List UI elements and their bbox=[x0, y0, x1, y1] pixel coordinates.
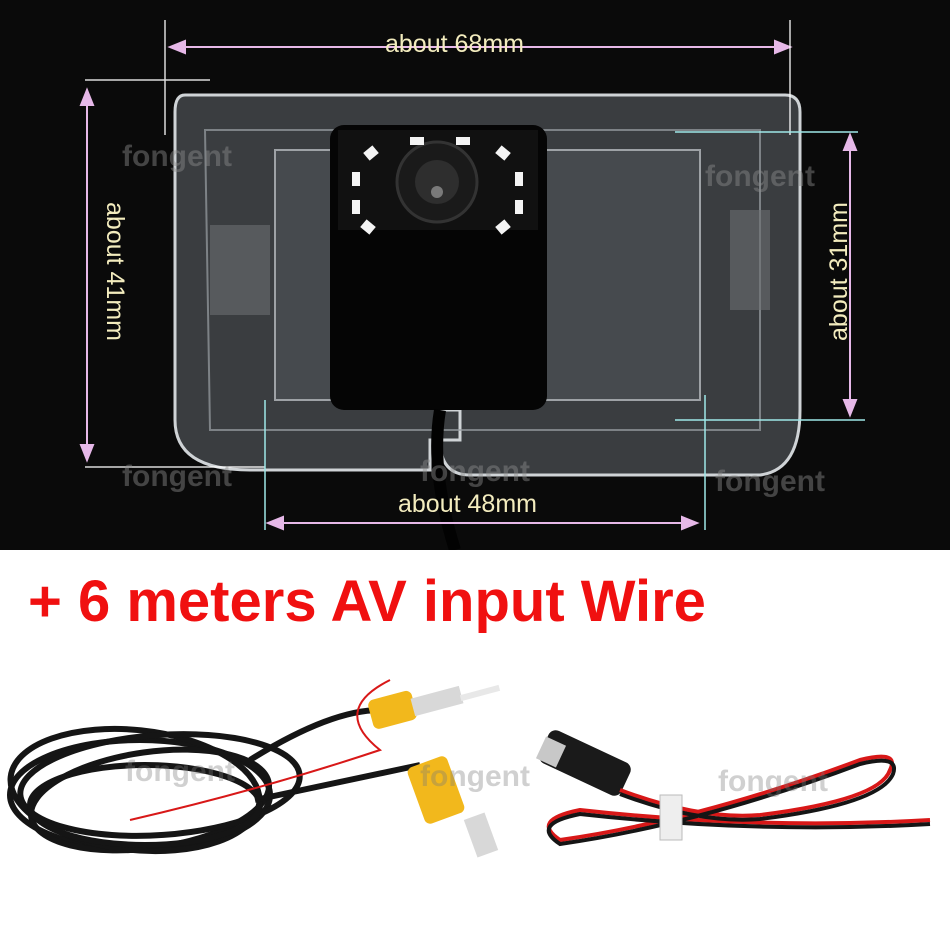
headline: + 6 meters AV input Wire bbox=[28, 569, 706, 634]
cable-photo: fongent fongent fongent bbox=[0, 550, 950, 950]
led-lights bbox=[352, 137, 523, 235]
camera-photo: about 68mm about 41mm about 31mm about 4… bbox=[0, 0, 950, 550]
camera-cable bbox=[431, 409, 461, 550]
power-cable bbox=[535, 730, 931, 847]
width-dimension-label: about 68mm bbox=[385, 30, 524, 58]
cable-illustration bbox=[7, 679, 931, 858]
inner-height-dimension-label: about 31mm bbox=[824, 202, 853, 341]
rca-plug-2 bbox=[407, 756, 499, 858]
watermark: fongent bbox=[125, 755, 235, 788]
watermark: fongent bbox=[705, 160, 815, 193]
dimension-arrows bbox=[79, 39, 858, 531]
red-wire bbox=[129, 679, 391, 821]
camera-illustration bbox=[79, 20, 865, 550]
watermark: fongent bbox=[715, 465, 825, 498]
height-dimension-label: about 41mm bbox=[100, 202, 129, 341]
guide-lines bbox=[85, 20, 791, 468]
watermark: fongent bbox=[122, 140, 232, 173]
inner-width-dimension-label: about 48mm bbox=[398, 490, 537, 518]
watermark: fongent bbox=[718, 765, 828, 798]
watermark: fongent bbox=[420, 455, 530, 488]
watermark: fongent bbox=[420, 760, 530, 793]
watermark: fongent bbox=[122, 460, 232, 493]
rca-plug-1 bbox=[368, 684, 501, 729]
cyan-guide-lines bbox=[264, 131, 865, 530]
